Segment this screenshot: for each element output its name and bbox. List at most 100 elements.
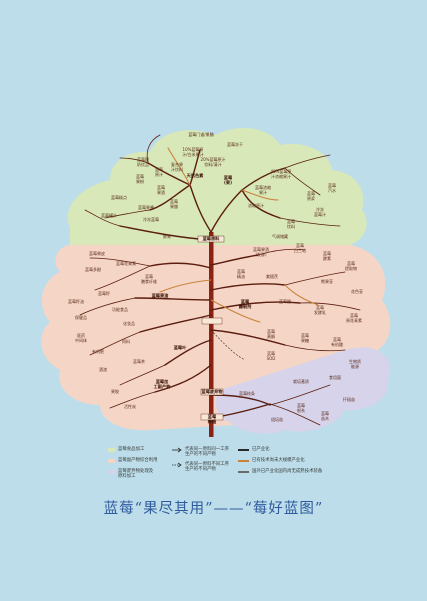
cutting-label: 扦插苗 — [343, 397, 355, 402]
legend-swatch-byproduct — [108, 458, 115, 463]
frozen-juice-label: 冷冻 蓝莓汁 — [314, 207, 326, 217]
drink-label: 蓝莓 饮料 — [287, 219, 295, 229]
legend-arrow-solid-icon — [172, 447, 182, 453]
trunk-node-pomace — [201, 317, 223, 325]
seed-label: 蓝莓籽 — [98, 291, 110, 296]
legend-arrow-label: 代表同一原料同一工序 生产的不同产物 — [185, 447, 229, 457]
seedling-label: 蓝莓 苗木 — [321, 411, 329, 421]
fresh-label: 鲜果 — [163, 234, 171, 239]
juice-10-label: 10%蓝莓原 汁/白米果汁 — [182, 147, 204, 157]
natural-pigment-label: 天然色素 — [186, 173, 204, 178]
yogurt-drink-label: 蓝莓酸 奶饮品 — [137, 157, 149, 167]
concentrated-raw-label: 浓缩原汁 — [248, 203, 264, 208]
fermented-milk-label: 蓝莓 发酵乳 — [314, 305, 326, 315]
raw-juice-label: 蓝莓 原汁 — [155, 167, 163, 177]
waste-label: 蓝莓废弃物 — [201, 389, 223, 394]
tea-label: 蓝莓茶 — [133, 359, 145, 364]
can-label: 蓝莓罐头 — [101, 213, 117, 218]
tissue-label: 组培苗 — [271, 417, 283, 422]
peel-label: 蓝莓果皮 — [89, 251, 105, 256]
legend-line-swatch-foreign — [238, 470, 249, 473]
anthocyanin-label: 蓝莓花青素 — [116, 261, 136, 266]
berry-label: 蓝莓 (果) — [223, 175, 233, 185]
legend-line-label: 已有技术尚未大规模产业化 — [252, 458, 305, 463]
fertilizer-label: 有机肥 — [92, 349, 104, 354]
soda-label: 蓝莓 汽水 — [328, 183, 336, 193]
lees-label: 酒渣 — [99, 367, 107, 372]
jam-label: 蓝莓果酱 — [138, 205, 154, 210]
biomass-label: 生物质 能源 — [349, 359, 361, 369]
ferment-wine-label: 蓝莓果酒 (发酵) — [253, 247, 269, 257]
legend-area-label: 蓝莓食品加工 — [118, 447, 145, 452]
legend-line-swatch-tech — [238, 459, 249, 462]
pharma-label: 医药 中间体 — [75, 333, 87, 343]
concentrate-label: 蓝莓浓缩 果汁 — [255, 185, 271, 195]
mushroom-label: 食用菌 — [329, 375, 341, 380]
legend-arrow-dashed-icon — [172, 462, 182, 468]
raw-material-label: 蓝莓原料 — [202, 236, 220, 241]
seed-oil-label: 蓝莓籽油 — [68, 299, 84, 304]
frozen-label: 冷冻蓝莓 — [143, 217, 159, 222]
fruit-wine-label: 蓝莓 果酒 — [157, 185, 165, 195]
legend-swatch-food — [108, 447, 115, 452]
legend-arrow-1: 代表同一原料同一工序 生产的不同产物 — [172, 447, 229, 457]
anthocyanidin-label: 花色苷 — [351, 289, 363, 294]
blueberry-dried-label: 蓝莓门道/果脯 — [188, 132, 214, 137]
arbutin-label: 熊果苷 — [321, 279, 333, 284]
sod-label: 蓝莓 SOD — [266, 351, 276, 361]
planting-label: 蓝莓 种植 — [207, 414, 217, 424]
trunk-node-raw — [197, 235, 225, 243]
feed-label: 饲料 — [122, 339, 130, 344]
flavone-label: 蓝莓 黄酮 — [267, 329, 275, 339]
legend-area-2: 蓝莓副产物综合利用 — [108, 458, 158, 463]
pastry-label: 蓝莓糕点 — [111, 195, 127, 200]
juice-20-label: 20%蓝莓原汁 饮料/清汁 — [200, 157, 226, 167]
enzyme-label: 蓝莓 酵素 — [323, 251, 331, 261]
tree-trunk — [209, 232, 214, 437]
figure-caption: 蓝莓“果尽其用”——“莓好蓝图” — [103, 501, 324, 517]
legend-line-2: 已有技术尚未大规模产业化 — [238, 458, 305, 463]
legend-line-label: 已产业化 — [252, 447, 270, 452]
crown-lilac-region — [215, 347, 390, 434]
pectin-label: 果胶 — [111, 389, 119, 394]
byproduct-label: 蓝莓加 工副产物 — [153, 379, 171, 389]
vinegar-label: 蓝莓醋 — [279, 299, 291, 304]
substrate-label: 栽培基质 — [293, 379, 309, 384]
carbon-label: 活性炭 — [124, 404, 136, 409]
pterostilbene-label: 紫檀芪 — [266, 274, 278, 279]
dashed-branch — [210, 329, 246, 361]
trunk-node-waste — [200, 413, 224, 421]
proanthocyanidin-label: 蓝莓 原花青素 — [346, 313, 362, 323]
cosmetic-label: 化妆品 — [123, 321, 135, 326]
orange-branches — [159, 147, 319, 323]
legend-arrow-2: 代表同一原料不同工序 生产的不同产物 — [172, 462, 229, 472]
leaf-label: 蓝莓叶 — [173, 345, 187, 350]
freeze-dried-label: 蓝莓冻干 — [227, 142, 243, 147]
legend-area-1: 蓝莓食品加工 — [108, 447, 144, 452]
legend-line-3: 国外已产业化国内尚无成熟技术装备 — [238, 469, 322, 474]
legend-line-1: 已产业化 — [238, 447, 270, 452]
polyphenol-label: 蓝莓多酚 — [85, 267, 101, 272]
legend-area-label: 蓝莓副产物综合利用 — [118, 458, 158, 463]
brandy-label: 蓝莓 白兰地 — [294, 243, 306, 253]
legend-swatch-waste — [108, 469, 115, 474]
legend-area-label: 蓝莓废弃物处理及 原料加工 — [118, 469, 154, 479]
legend-line-label: 国外已产业化国内尚无成熟技术装备 — [252, 469, 323, 474]
legend-line-swatch-industrialized — [238, 448, 249, 451]
legend-arrow-label: 代表同一原料不同工序 生产的不同产物 — [185, 462, 229, 472]
trunk-node-extract — [200, 388, 224, 396]
legend-area-3: 蓝莓废弃物处理及 原料加工 — [108, 469, 153, 479]
branch-waste-label: 蓝莓枝条 — [239, 391, 255, 396]
fructose-label: 蓝莓 果糖 — [301, 333, 309, 343]
trunk-nodes — [197, 235, 225, 421]
juice-40-label: 40%蓝莓原 汁浓缩果汁 — [270, 169, 292, 179]
essential-oil-label: 蓝莓 精油 — [237, 269, 245, 279]
crown-green-region — [67, 127, 367, 245]
puree-label: 蓝莓 原浆 — [307, 191, 315, 201]
fiber-label: 蓝莓 膳食纤维 — [141, 274, 157, 284]
fruit-vinegar-label: 蓝莓 果醋 — [170, 199, 178, 209]
pomace-label: 蓝莓果渣 — [151, 293, 169, 298]
enzyme-prep-label: 蓝莓 酶制剂 — [238, 299, 252, 309]
